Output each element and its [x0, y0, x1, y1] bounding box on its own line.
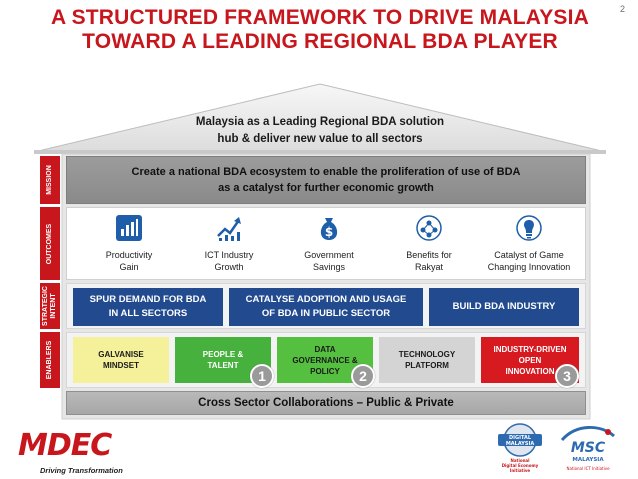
side-label-mission: MISSION	[40, 156, 60, 204]
svg-text:DIGITAL: DIGITAL	[509, 435, 532, 441]
title-line-2: TOWARD A LEADING REGIONAL BDA PLAYER	[82, 30, 558, 53]
digital-malaysia-emblem-icon: DIGITAL MALAYSIA National Digital Econom…	[498, 423, 542, 473]
money-bag-icon: $	[320, 218, 338, 240]
vision-line-1: Malaysia as a Leading Regional BDA solut…	[195, 116, 445, 128]
outcome-label-line: Catalyst of Game	[494, 250, 564, 260]
outcome-catalyst-innovation: Catalyst of Game Changing Innovation	[481, 208, 577, 281]
mission-row: Create a national BDA ecosystem to enabl…	[66, 156, 586, 204]
svg-text:National ICT Initiative: National ICT Initiative	[566, 466, 610, 471]
side-label-outcomes-text: OUTCOMES	[46, 223, 53, 264]
outcome-label: Productivity Gain	[81, 249, 177, 273]
side-label-strategic-intent: STRATEGIC INTENT	[40, 283, 60, 329]
enabler-line: INNOVATION	[505, 366, 555, 376]
page-number: 2	[620, 4, 626, 14]
side-label-enablers-text: ENABLERS	[46, 340, 53, 380]
enabler-line: TECHNOLOGY	[398, 350, 456, 359]
enabler-line: PLATFORM	[405, 361, 449, 370]
outcome-productivity: Productivity Gain	[81, 208, 177, 281]
enabler-galvanise-mindset: GALVANISE MINDSET	[73, 337, 169, 383]
svg-text:National: National	[511, 458, 531, 463]
outcome-government-savings: $ Government Savings	[281, 208, 377, 281]
enabler-line: INDUSTRY-DRIVEN	[493, 344, 567, 354]
svg-text:MALAYSIA: MALAYSIA	[572, 457, 604, 463]
enabler-technology-platform: TECHNOLOGY PLATFORM	[379, 337, 475, 383]
title-line-1: A STRUCTURED FRAMEWORK TO DRIVE MALAYSIA	[50, 6, 590, 29]
outcome-label-line: Productivity	[105, 250, 153, 260]
side-label-enablers: ENABLERS	[40, 332, 60, 388]
digital-malaysia-logo: DIGITAL MALAYSIA National Digital Econom…	[490, 422, 550, 476]
mdec-tagline: Driving Transformation	[40, 466, 123, 475]
outcome-label-line: Rakyat	[414, 262, 443, 272]
step-badge-2: 2	[351, 364, 375, 388]
svg-text:Initiative: Initiative	[510, 468, 531, 473]
outcomes-row: Productivity Gain ICT Industry Growth $ …	[66, 207, 586, 280]
side-label-strategic: STRATEGIC	[42, 286, 49, 326]
enablers-row: GALVANISE MINDSET PEOPLE & TALENT DATA G…	[66, 332, 586, 388]
outcome-label: Catalyst of Game Changing Innovation	[481, 249, 577, 273]
outcome-label-line: Benefits for	[406, 250, 452, 260]
outcome-label-line: Growth	[214, 262, 244, 272]
outcome-label: Government Savings	[281, 249, 377, 273]
intent-line: OF BDA IN PUBLIC SECTOR	[261, 308, 391, 319]
step-badge-1: 1	[250, 364, 274, 388]
outcome-label-line: ICT Industry	[204, 250, 254, 260]
enabler-line: MINDSET	[102, 361, 139, 370]
vision-statement: Malaysia as a Leading Regional BDA solut…	[150, 114, 490, 148]
msc-malaysia-logo: MSC MALAYSIA National ICT Initiative	[556, 422, 620, 476]
outcome-label-line: Savings	[312, 262, 346, 272]
svg-text:MSC: MSC	[571, 440, 606, 456]
enabler-line: GALVANISE	[98, 350, 144, 359]
productivity-chart-icon	[116, 215, 142, 241]
enabler-line: DATA	[314, 344, 336, 354]
outcome-benefits-rakyat: Benefits for Rakyat	[381, 208, 477, 281]
enabler-line: GOVERNANCE &	[292, 355, 358, 365]
svg-text:Digital Economy: Digital Economy	[502, 463, 539, 468]
outcome-label: ICT Industry Growth	[181, 249, 277, 273]
foundation-bar: Cross Sector Collaborations – Public & P…	[66, 391, 586, 415]
vision-line-2: hub & deliver new value to all sectors	[217, 133, 423, 145]
side-label-outcomes: OUTCOMES	[40, 207, 60, 280]
mission-line-1: Create a national BDA ecosystem to enabl…	[131, 166, 521, 178]
msc-emblem-icon: MSC MALAYSIA National ICT Initiative	[560, 426, 615, 471]
enabler-line: TALENT	[207, 361, 239, 370]
mdec-logo: MDEC Driving Transformation	[18, 428, 148, 476]
mission-line-2: as a catalyst for further economic growt…	[218, 182, 434, 194]
intent-line: SPUR DEMAND FOR BDA	[89, 294, 207, 305]
outcome-label: Benefits for Rakyat	[381, 249, 477, 273]
outcome-label-line: Government	[304, 250, 354, 260]
intent-spur-demand: SPUR DEMAND FOR BDA IN ALL SECTORS	[73, 288, 223, 326]
outcome-label-line: Gain	[119, 262, 139, 272]
mission-statement: Create a national BDA ecosystem to enabl…	[67, 164, 585, 196]
strategic-intent-row: SPUR DEMAND FOR BDA IN ALL SECTORS CATAL…	[66, 283, 586, 329]
page-title: A STRUCTURED FRAMEWORK TO DRIVE MALAYSIA…	[20, 6, 620, 54]
outcome-label-line: Changing Innovation	[487, 262, 571, 272]
svg-text:MALAYSIA: MALAYSIA	[506, 441, 535, 447]
outcome-ict-growth: ICT Industry Growth	[181, 208, 277, 281]
intent-line: CATALYSE ADOPTION AND USAGE	[245, 294, 407, 305]
side-label-mission-text: MISSION	[46, 165, 53, 195]
enabler-line: POLICY	[310, 366, 340, 376]
svg-text:$: $	[325, 225, 333, 239]
side-label-strategic-intent-text: STRATEGIC INTENT	[42, 286, 58, 326]
intent-line: BUILD BDA INDUSTRY	[452, 301, 556, 312]
intent-build-industry: BUILD BDA INDUSTRY	[429, 288, 579, 326]
intent-catalyse-adoption: CATALYSE ADOPTION AND USAGE OF BDA IN PU…	[229, 288, 423, 326]
people-network-icon	[416, 215, 442, 241]
side-label-intent: INTENT	[50, 293, 57, 319]
intent-line: IN ALL SECTORS	[108, 308, 188, 319]
growth-chart-icon	[217, 217, 241, 241]
lightbulb-icon	[516, 215, 542, 241]
enabler-line: PEOPLE &	[202, 350, 244, 359]
enabler-open-innovation: INDUSTRY-DRIVEN OPEN INNOVATION	[481, 337, 579, 383]
mdec-wordmark: MDEC	[18, 428, 112, 463]
enabler-line: OPEN	[518, 355, 542, 365]
step-badge-3: 3	[555, 364, 579, 388]
